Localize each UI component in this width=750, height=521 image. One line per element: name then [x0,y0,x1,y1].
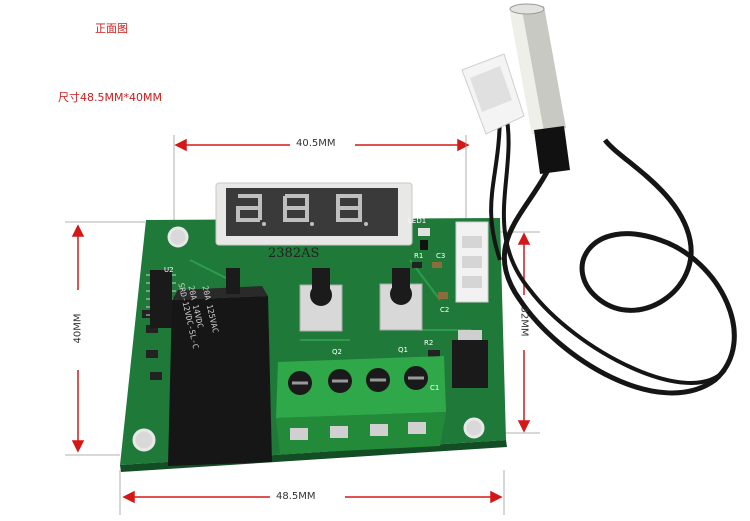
silk-c3: C3 [436,252,446,260]
sensor-connector [455,221,489,303]
voltage-regulator [452,330,488,388]
led-label: LED1 [408,217,427,225]
silk-u2: U2 [164,266,174,274]
dimension-line-bottom [119,470,505,515]
probe-plug [461,53,525,135]
dim-left-height: 40MM [72,313,84,344]
display-model-label: 2382AS [268,246,320,261]
view-title: 正面图 [95,22,128,35]
relay [168,286,272,466]
dim-top-width: 40.5MM [296,138,336,149]
dim-bottom-width: 48.5MM [276,491,316,502]
terminal-block [276,356,446,454]
temperature-probe [489,3,737,396]
dimension-line-left [65,221,145,456]
silk-q1: Q1 [398,346,408,354]
silk-r2: R2 [424,339,434,347]
ic-chip [146,270,176,328]
silk-r1: R1 [414,252,424,260]
size-note: 尺寸48.5MM*40MM [58,91,162,104]
silk-q2: Q2 [332,348,342,356]
push-button-right [379,268,423,331]
silk-c1: C1 [430,384,440,392]
dimension-line-top [173,135,470,240]
push-button-left [299,268,343,332]
smd-components [142,228,448,380]
dim-right-height: 32MM [518,306,530,337]
seven-segment-display [215,182,413,246]
silk-c2: C2 [440,306,450,314]
buzzer-cap [226,268,240,294]
